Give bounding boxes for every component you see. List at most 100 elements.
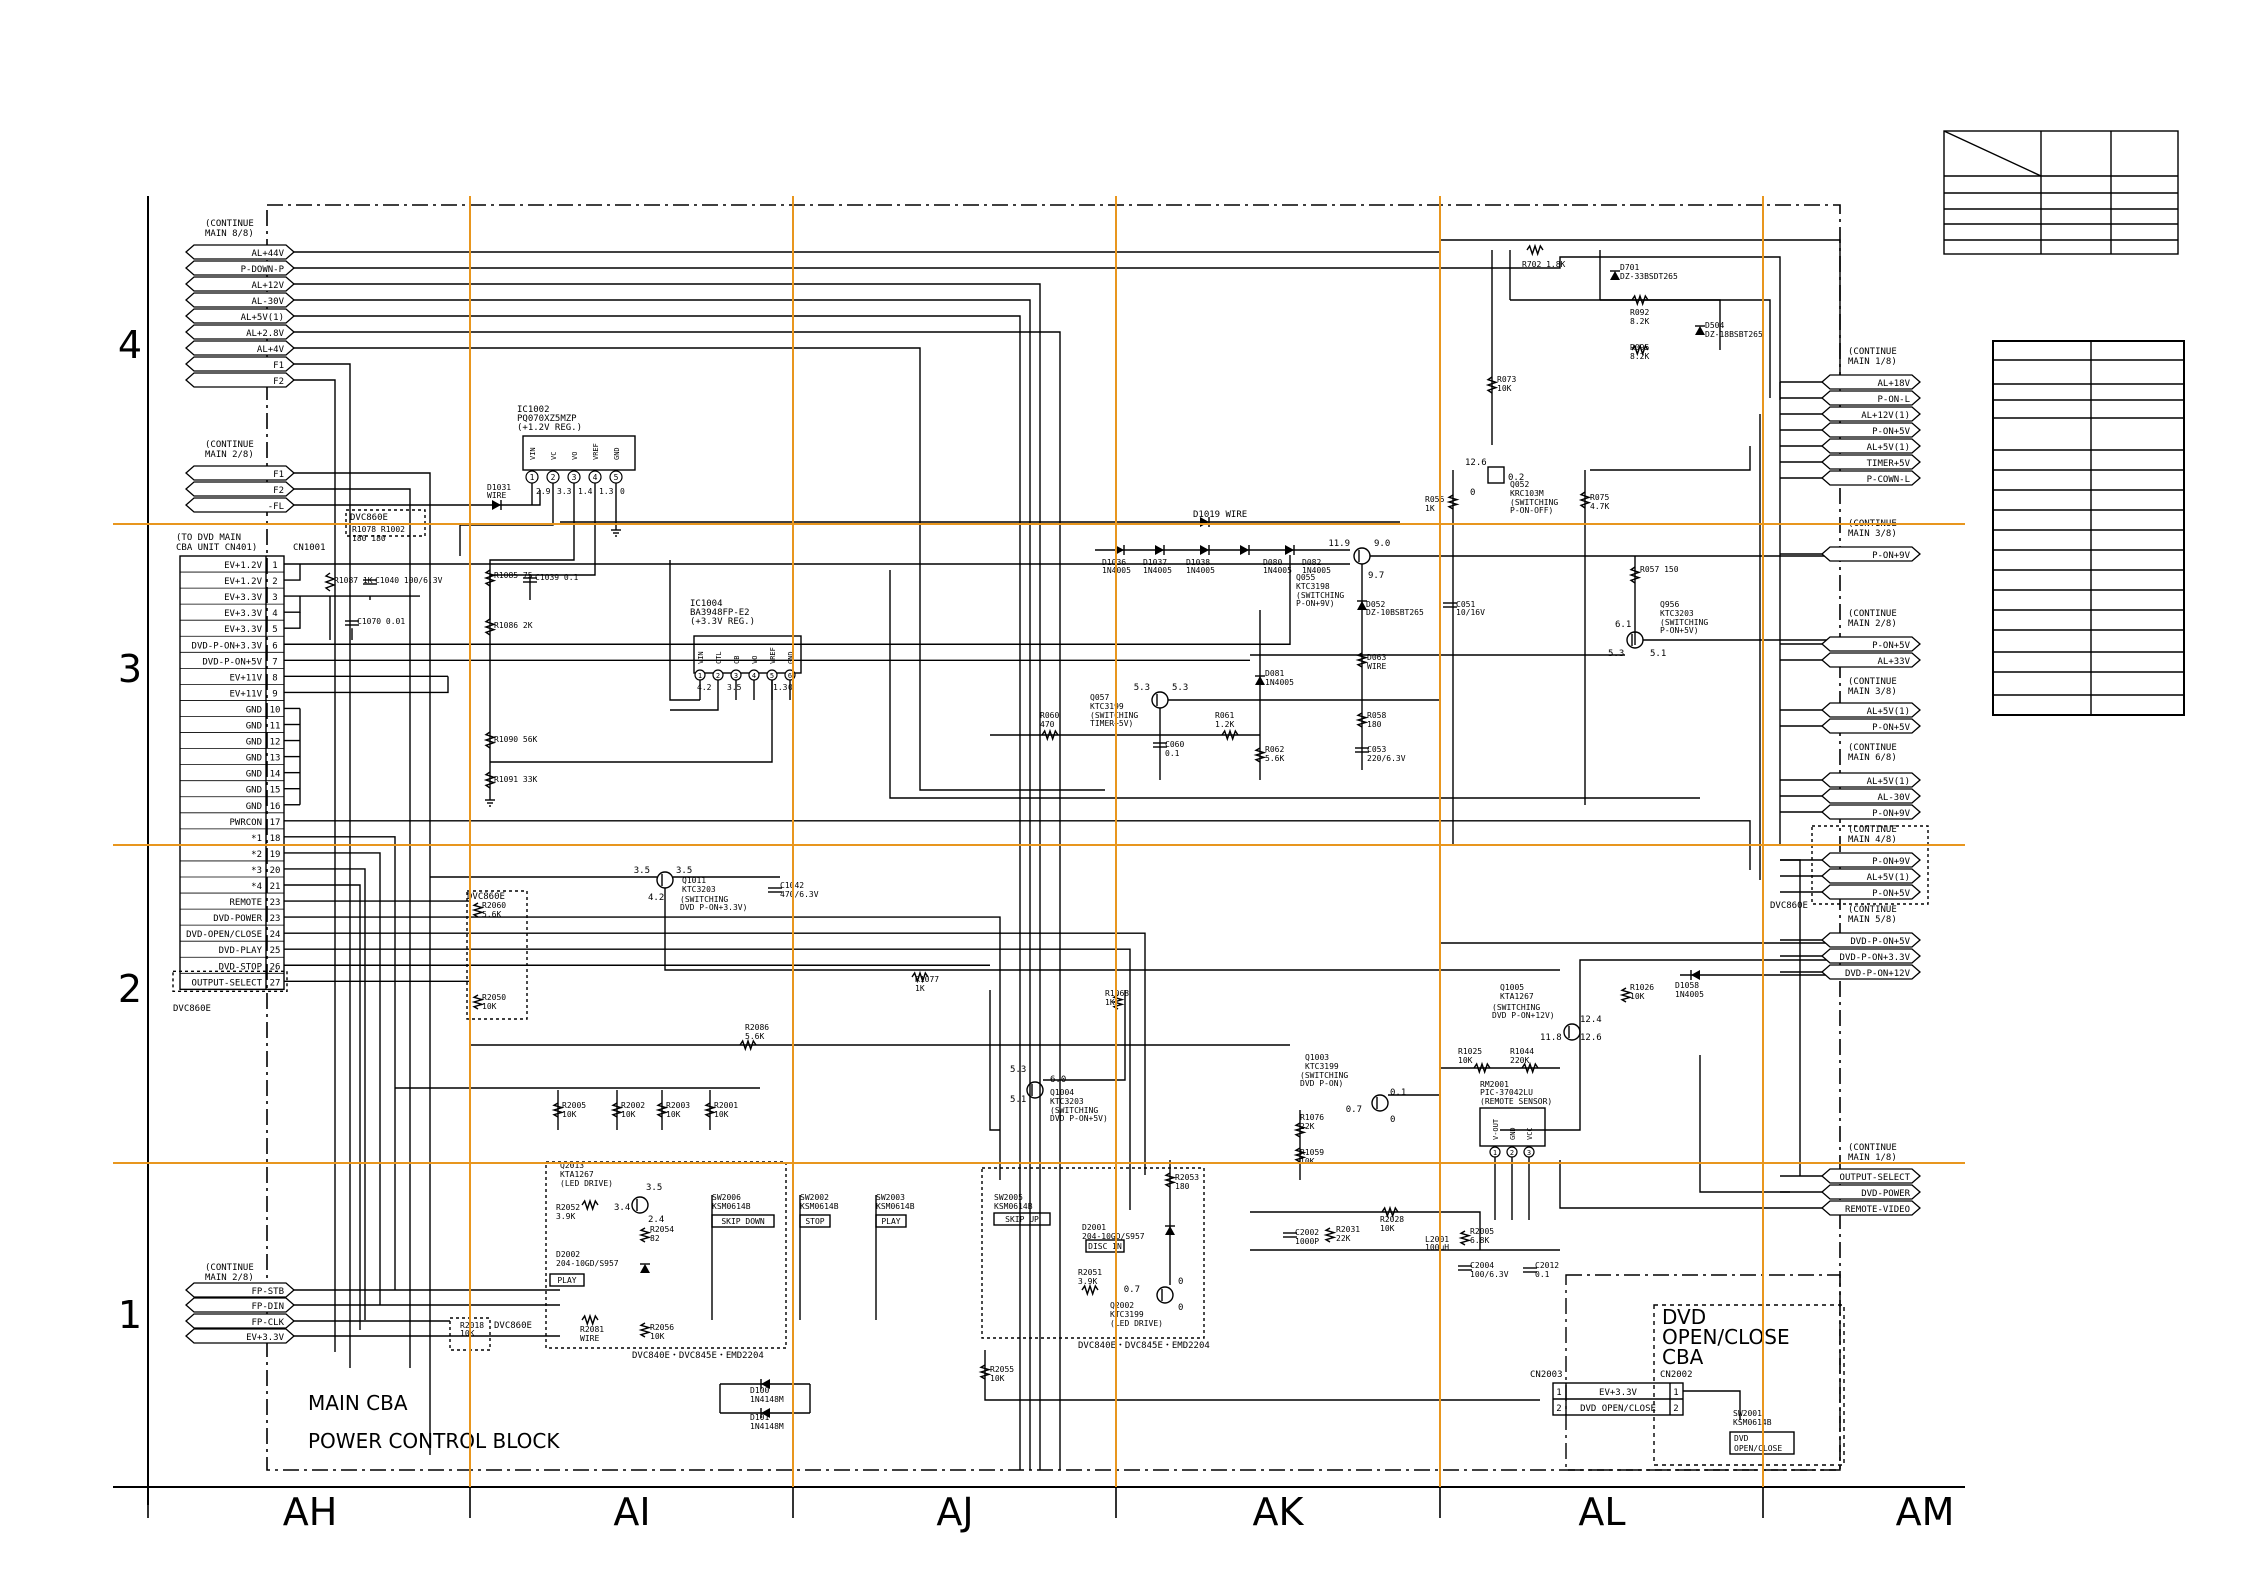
part-value: WIRE: [1367, 662, 1386, 671]
continue-note: CBA UNIT CN401): [176, 543, 257, 553]
ic-pin-circle: [694, 669, 706, 681]
rm2001-pin-circle: [1489, 1146, 1501, 1158]
part-value: KTC3203: [1660, 609, 1694, 618]
part-ref: D1036: [1102, 558, 1126, 567]
diode-symbol: [1155, 545, 1164, 555]
connector-label: AL+2.8V: [246, 329, 285, 339]
part-value: KSM0614B: [800, 1202, 839, 1211]
part-ref: R1078 R1002: [352, 525, 405, 534]
part-value: 180: [1175, 1182, 1190, 1191]
part-value: 180: [1367, 720, 1382, 729]
part-ref: SW2002: [800, 1193, 829, 1202]
resistor-symbol: [471, 994, 485, 1010]
part-ref: R058: [1367, 711, 1386, 720]
connector-label: F2: [273, 486, 284, 496]
wire: [669, 560, 700, 701]
cn1001-pin-no: 25: [270, 946, 281, 956]
note: (SWITCHING: [1090, 711, 1138, 720]
part-value: KTC3203: [682, 885, 716, 894]
ic-part: BA3948FP-E2: [690, 608, 750, 618]
resistor-symbol: [1578, 491, 1592, 509]
part-value: 8.2K: [1630, 317, 1649, 326]
part-ref: R2028: [1380, 1215, 1404, 1224]
part-value: 1.2K: [1215, 720, 1234, 729]
wire: [664, 888, 1560, 971]
part-ref: D1058: [1675, 981, 1699, 990]
diode-symbol: [1115, 545, 1124, 555]
block-subtitle: POWER CONTROL BLOCK: [308, 1429, 560, 1453]
cn1001-pin-label: EV+3.3V: [224, 625, 263, 635]
diode-symbol: [1200, 545, 1209, 555]
diode-symbol: [1240, 545, 1249, 555]
right-tag: [1821, 718, 1921, 734]
ic-ref: IC1004: [690, 599, 723, 609]
wire: [284, 676, 449, 694]
cn1001-pin-no: 12: [270, 738, 281, 748]
part-value: 1N4005: [1675, 990, 1704, 999]
part-value: DZ-18BSBT265: [1705, 330, 1763, 339]
cn-pin-no: 1: [1673, 1388, 1678, 1398]
part-ref: R2055: [990, 1365, 1014, 1374]
variant-tag: DVC840E・DVC845E・EMD2204: [1078, 1341, 1210, 1351]
ic-ref: IC1002: [517, 405, 550, 415]
connector-label: AL+5V(1): [1867, 443, 1910, 453]
part-ref: R2031: [1336, 1225, 1360, 1234]
cn1001-pin-no: 19: [270, 850, 281, 860]
ic-pin-no: 4: [593, 473, 598, 482]
connector-label: P-DOWN-P: [241, 265, 285, 275]
part-value: 1K: [1425, 504, 1435, 513]
ic-pin-circle: [748, 669, 760, 681]
label-v53b: 5.3: [1172, 683, 1188, 693]
resistor-symbol: [978, 1364, 992, 1380]
part-ref: D2002: [556, 1250, 580, 1259]
connector-label: F2: [273, 377, 284, 387]
continue-note: MAIN 2/8): [1848, 619, 1897, 629]
ic-pin-circle: [588, 470, 602, 484]
part-value: KTC3203: [1050, 1097, 1084, 1106]
transistor-symbol: [1353, 547, 1371, 565]
resistor-symbol: [1631, 293, 1649, 307]
transistor-symbol: [656, 871, 674, 889]
connector-label: DVD-P-ON+3.3V: [1840, 953, 1911, 963]
cn1001-pin-label: GND: [246, 770, 262, 780]
label-r1085: R1085 75: [494, 571, 533, 580]
cn1001-pin-no: 14: [270, 770, 281, 780]
ic-pin-circle: [609, 470, 623, 484]
variant-tag: DVC860E: [350, 513, 388, 523]
cn1001-pin-no: 18: [270, 834, 281, 844]
zone-column-label: AL: [1578, 1490, 1625, 1534]
cn1001-pin-no: 10: [270, 705, 281, 715]
cn1001-pin-label: EV+3.3V: [224, 609, 263, 619]
cn1001-pin-label: EV+1.2V: [224, 577, 263, 587]
part-value: 8.2K: [1630, 352, 1649, 361]
part-value: 3.9K: [556, 1212, 575, 1221]
diode-symbol: [1610, 271, 1620, 280]
note: P-ON-OFF): [1510, 506, 1553, 515]
cn1001-pin-no: 15: [270, 786, 281, 796]
continue-note: (CONTINUE: [205, 1263, 254, 1273]
part-ref: R1025: [1458, 1047, 1482, 1056]
label-v0a: 0: [1470, 488, 1475, 498]
continue-note: MAIN 6/8): [1848, 753, 1897, 763]
part-value: 10K: [666, 1110, 681, 1119]
part-ref: R1026: [1630, 983, 1654, 992]
part-value: 10K: [714, 1110, 729, 1119]
note: (SWITCHING: [1050, 1106, 1098, 1115]
part-ref: D101: [750, 1413, 769, 1422]
resistor-symbol: [1081, 1283, 1099, 1297]
cn1001-pin-no: 2: [272, 577, 277, 587]
wire: [459, 500, 554, 556]
zone-column-label: AI: [613, 1490, 650, 1534]
left-top-tag: [185, 244, 295, 260]
part-ref: R2001: [714, 1101, 738, 1110]
connector-label: DVD-P-ON+5V: [1850, 937, 1910, 947]
part-value: 1N4005: [1263, 566, 1292, 575]
right-tag: [1821, 804, 1921, 820]
part-value: 1K: [915, 984, 925, 993]
label-v0d: 0: [1178, 1303, 1183, 1313]
part-ref: R1068: [1105, 989, 1129, 998]
left-mid-tag: [185, 481, 295, 497]
part-value: 82: [650, 1234, 660, 1243]
ic-pin-name: VO: [571, 452, 579, 460]
continue-note: (CONTINUE: [1848, 347, 1897, 357]
